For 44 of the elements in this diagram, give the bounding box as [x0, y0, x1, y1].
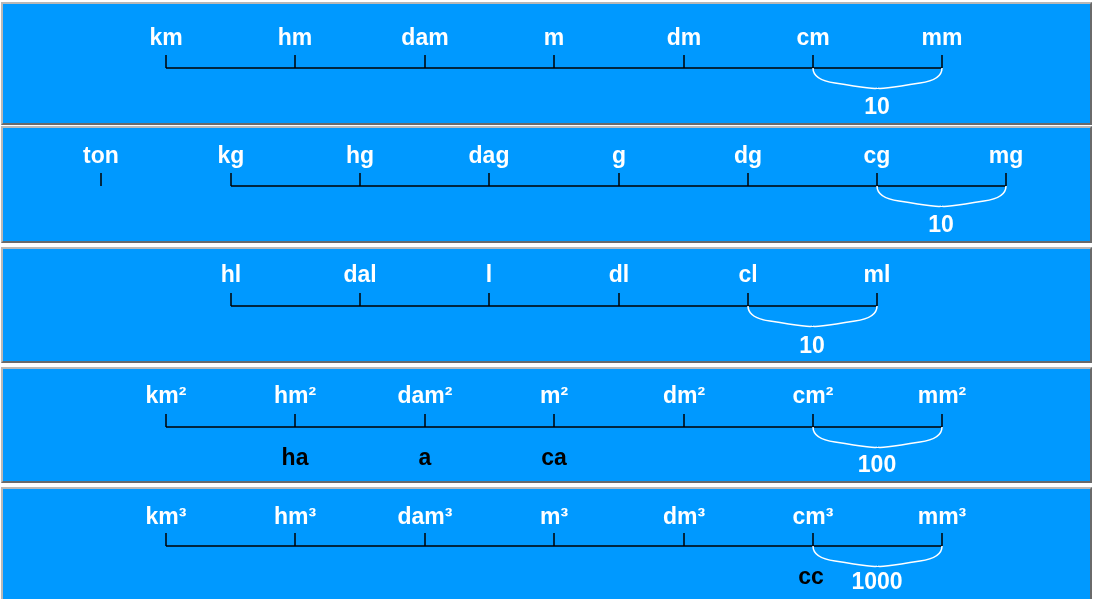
- unit-label: mm: [921, 25, 963, 49]
- unit-label: dam³: [397, 504, 453, 528]
- conversion-factor: 100: [857, 452, 897, 476]
- unit-name: a: [418, 445, 432, 469]
- unit-name: ha: [281, 445, 309, 469]
- unit-label: dal: [343, 262, 377, 286]
- conversion-factor: 1000: [851, 569, 903, 593]
- unit-label: g: [611, 143, 627, 167]
- unit-label: dam²: [397, 383, 453, 407]
- unit-label: km: [149, 25, 183, 49]
- unit-label: dm: [666, 25, 702, 49]
- unit-label: dl: [608, 262, 630, 286]
- unit-label: mm²: [917, 383, 967, 407]
- unit-label: m: [543, 25, 565, 49]
- unit-label: mm³: [917, 504, 967, 528]
- unit-label: cm³: [792, 504, 834, 528]
- unit-label: km²: [145, 383, 187, 407]
- unit-label: km³: [145, 504, 187, 528]
- unit-label: cm²: [792, 383, 834, 407]
- unit-label: ton: [83, 143, 119, 167]
- unit-name: ca: [541, 445, 567, 469]
- unit-label: hm: [277, 25, 313, 49]
- conversion-factor: 10: [864, 94, 890, 118]
- unit-label: m³: [539, 504, 569, 528]
- conversion-factor: 10: [799, 333, 825, 357]
- unit-name: cc: [798, 564, 824, 588]
- unit-label: ml: [863, 262, 891, 286]
- unit-label: l: [485, 262, 493, 286]
- conversion-factor: 10: [928, 212, 954, 236]
- unit-label: m²: [539, 383, 569, 407]
- unit-label: dam: [401, 25, 449, 49]
- unit-label: dag: [468, 143, 510, 167]
- unit-label: dm²: [662, 383, 706, 407]
- unit-label: mg: [988, 143, 1024, 167]
- unit-label: kg: [217, 143, 245, 167]
- unit-label: dg: [733, 143, 763, 167]
- unit-label: hm³: [273, 504, 317, 528]
- unit-label: hm²: [273, 383, 317, 407]
- unit-label: dm³: [662, 504, 706, 528]
- unit-label: hg: [345, 143, 375, 167]
- unit-label: hl: [220, 262, 242, 286]
- unit-label: cm: [796, 25, 830, 49]
- unit-label: cl: [738, 262, 758, 286]
- unit-label: cg: [863, 143, 891, 167]
